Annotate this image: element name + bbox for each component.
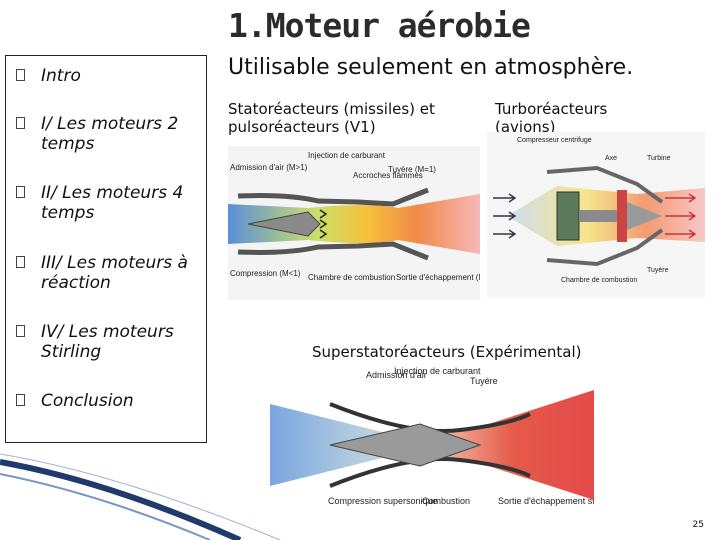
label-compression: Compression supersonique — [328, 496, 438, 506]
label-tuyere: Tuyère (M=1) — [388, 165, 436, 174]
swoosh-stroke-thin — [0, 453, 281, 540]
slide-subtitle: Utilisable seulement en atmosphère. — [228, 55, 634, 80]
nav-item-reaction[interactable]: III/ Les moteurs à réaction — [16, 253, 201, 293]
label-tuyere: Tuyère — [470, 376, 498, 386]
label-sortie: Sortie d'échappement (M>1) — [396, 273, 480, 282]
engine-upper-casing — [546, 165, 664, 204]
engine-lower-casing — [546, 228, 664, 267]
label-injection: Injection de carburant — [394, 366, 481, 376]
flame-holder-icon — [319, 209, 328, 239]
swoosh-stroke-light — [0, 473, 211, 540]
bullet-icon — [16, 186, 25, 198]
air-intake-arrows-icon — [493, 193, 517, 239]
label-chambre: Chambre de combustion — [561, 277, 637, 284]
superstato-diagram: Admission d'air Injection de carburant T… — [270, 364, 594, 526]
nav-item-label: I/ Les moteurs 2 temps — [41, 114, 179, 154]
label-turbine: Turbine — [647, 155, 671, 162]
label-axe: Axe — [605, 155, 617, 162]
label-compresseur: Compresseur centrifuge — [517, 137, 592, 144]
engine-lower-wall — [237, 241, 429, 261]
nav-item-2-temps[interactable]: I/ Les moteurs 2 temps — [16, 114, 201, 154]
swoosh-stroke-dark — [0, 459, 242, 540]
page-number: 25 — [692, 520, 704, 530]
label-combustion: Combustion — [422, 496, 470, 506]
label-sortie: Sortie d'échappement supersonique — [498, 496, 594, 506]
decorative-swoosh — [0, 453, 300, 540]
nav-item-label: Intro — [41, 66, 81, 86]
exhaust-cone — [627, 202, 662, 230]
label-tuyere: Tuyère — [647, 267, 669, 274]
turbo-diagram: Compresseur centrifuge Axe Turbine Tuyèr… — [487, 132, 705, 298]
bullet-icon — [16, 394, 25, 406]
label-compression: Compression (M<1) — [230, 269, 301, 278]
engine-upper-wall — [237, 187, 429, 207]
nav-item-conclusion[interactable]: Conclusion — [16, 391, 201, 411]
engine-upper-wall — [329, 402, 531, 433]
bullet-icon — [16, 69, 25, 81]
central-cone — [247, 211, 321, 237]
stato-label: Statoréacteurs (missiles) et pulsoréacte… — [228, 100, 435, 136]
shaft-block — [579, 210, 627, 222]
turbo-label: Turboréacteurs (avions) — [495, 100, 608, 136]
nav-item-stirling[interactable]: IV/ Les moteurs Stirling — [16, 322, 201, 362]
turbine-block — [617, 190, 627, 242]
nav-item-label: II/ Les moteurs 4 temps — [41, 183, 184, 223]
label-chambre: Chambre de combustion — [308, 273, 395, 282]
exhaust-arrows-icon — [665, 193, 697, 239]
central-body — [329, 423, 482, 467]
nav-item-label: Conclusion — [41, 391, 134, 411]
bullet-icon — [16, 325, 25, 337]
superstato-label: Superstatoréacteurs (Expérimental) — [312, 343, 582, 361]
bullet-icon — [16, 256, 25, 268]
nav-item-label: IV/ Les moteurs Stirling — [41, 322, 174, 362]
compressor-block — [556, 191, 580, 241]
slide-title: 1.Moteur aérobie — [228, 6, 531, 45]
label-admission: Admission d'air (M>1) — [230, 163, 308, 172]
airflow-band — [228, 194, 480, 254]
bullet-icon — [16, 117, 25, 129]
label-accroches: Accroches flammes — [353, 171, 423, 180]
label-admission: Admission d'air — [366, 370, 427, 380]
label-injection: Injection de carburant — [308, 151, 386, 160]
nav-item-intro[interactable]: Intro — [16, 66, 201, 86]
nav-item-4-temps[interactable]: II/ Les moteurs 4 temps — [16, 183, 201, 223]
sidebar-outline: Intro I/ Les moteurs 2 temps II/ Les mot… — [5, 55, 207, 443]
engine-lower-wall — [329, 457, 531, 488]
nav-item-label: III/ Les moteurs à réaction — [41, 253, 188, 293]
stato-diagram: Admission d'air (M>1) Injection de carbu… — [228, 146, 480, 300]
